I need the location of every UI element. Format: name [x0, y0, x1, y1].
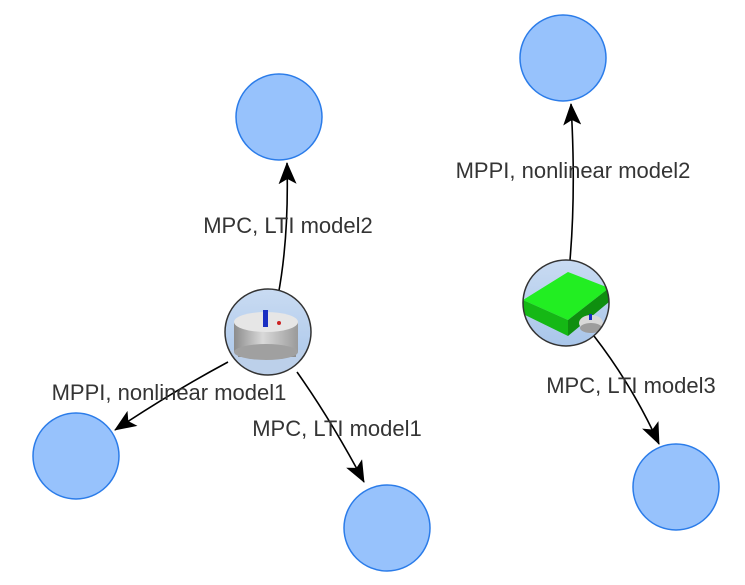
edge-label-robot2-goal5: MPC, LTI model3 [546, 373, 716, 398]
node-goal5[interactable] [632, 443, 720, 531]
edge-label-robot1-goal1: MPC, LTI model2 [203, 213, 373, 238]
edge-label-robot1-goal3: MPC, LTI model1 [252, 416, 422, 441]
box-robot-sim-icon [523, 260, 609, 346]
edge-robot1-goal2[interactable] [114, 361, 229, 431]
node-robot1[interactable] [224, 288, 312, 376]
edge-label-robot1-goal2: MPPI, nonlinear model1 [52, 380, 287, 405]
node-goal1[interactable] [235, 73, 323, 161]
robot-sim-icon [225, 289, 311, 375]
edge-robot2-goal5[interactable] [593, 335, 660, 445]
node-robot2[interactable] [522, 259, 610, 347]
node-goal2[interactable] [32, 412, 120, 500]
edge-labels: MPC, LTI model2 MPPI, nonlinear model1 M… [52, 158, 716, 441]
node-goal3[interactable] [343, 484, 431, 572]
edge-robot1-goal1[interactable] [277, 162, 297, 297]
node-goal4[interactable] [519, 14, 607, 102]
nodes [32, 14, 720, 572]
edge-robot2-goal4[interactable] [563, 103, 582, 261]
edges [114, 103, 660, 483]
edge-label-robot2-goal4: MPPI, nonlinear model2 [456, 158, 691, 183]
edge-robot1-goal3[interactable] [296, 371, 365, 483]
